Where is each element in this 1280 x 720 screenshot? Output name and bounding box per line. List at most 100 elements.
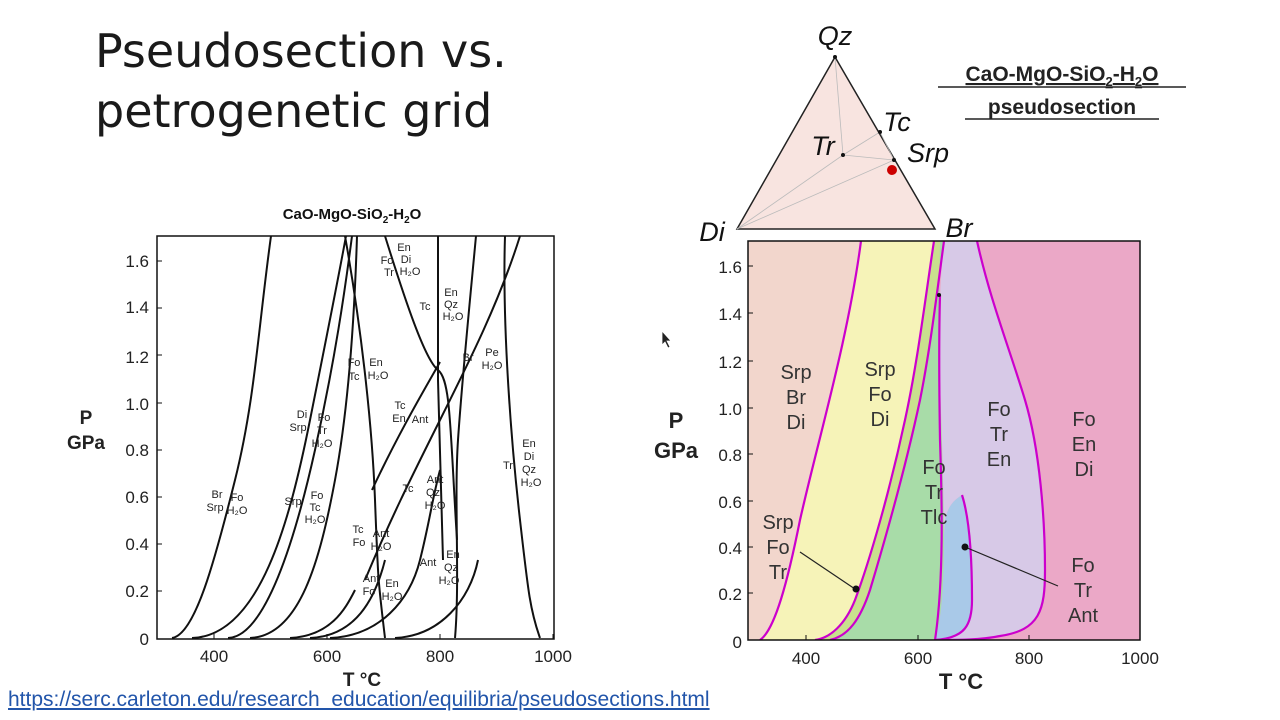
reaction-curve bbox=[364, 235, 521, 581]
reaction-curve bbox=[289, 589, 356, 639]
ps-xtick: 600 bbox=[904, 649, 932, 668]
ps-xtick: 1000 bbox=[1121, 649, 1159, 668]
leader-dot bbox=[852, 585, 860, 593]
ps-xtick: 400 bbox=[792, 649, 820, 668]
grid-label: Ant bbox=[420, 557, 437, 569]
ternary-apex-br: Br bbox=[946, 213, 974, 243]
ps-ytick: 1.6 bbox=[718, 258, 742, 277]
reaction-curve bbox=[171, 235, 272, 639]
field-fo-tr-ant bbox=[935, 495, 972, 640]
grid-tick-marks bbox=[157, 260, 554, 639]
ternary-vertex bbox=[833, 55, 837, 59]
ps-ylabel-p: P bbox=[669, 408, 684, 433]
ps-ytick: 1.0 bbox=[718, 400, 742, 419]
field-srp-fo-tr bbox=[815, 241, 944, 640]
grid-y-ticks: 1.6 1.4 1.2 1.0 0.8 0.6 0.4 0.2 0 bbox=[125, 252, 149, 649]
ps-ytick: 0.6 bbox=[718, 493, 742, 512]
source-url-link[interactable]: https://serc.carleton.edu/research_educa… bbox=[8, 688, 710, 711]
grid-label: Srp bbox=[284, 496, 301, 508]
grid-reaction-curves bbox=[171, 235, 541, 639]
grid-xtick: 400 bbox=[200, 647, 228, 666]
grid-xtick: 600 bbox=[313, 647, 341, 666]
grid-ytick: 1.2 bbox=[125, 348, 149, 367]
grid-label: Tr bbox=[503, 460, 513, 472]
grid-ylabel-gpa: GPa bbox=[67, 433, 105, 454]
ps-ytick: 0.8 bbox=[718, 446, 742, 465]
boundary-line bbox=[934, 241, 1047, 640]
reaction-curve bbox=[191, 235, 347, 639]
boundary-line bbox=[759, 241, 863, 640]
ternary-label-tc: Tc bbox=[883, 107, 911, 137]
reaction-curve bbox=[309, 559, 386, 639]
leader-dot bbox=[961, 543, 969, 551]
pseudosection-frame bbox=[747, 240, 1141, 641]
grid-ytick: 0.2 bbox=[125, 582, 149, 601]
grid-label: Br bbox=[463, 352, 474, 364]
invariant-point bbox=[937, 293, 941, 297]
boundary-line bbox=[933, 294, 943, 640]
grid-ytick: 0.6 bbox=[125, 488, 149, 507]
grid-ytick: 1.6 bbox=[125, 252, 149, 271]
reaction-curve bbox=[454, 235, 477, 639]
reaction-curve bbox=[371, 361, 441, 491]
grid-title: CaO-MgO-SiO2-H2O bbox=[283, 206, 422, 226]
slide-title-line-2: petrogenetic grid bbox=[95, 84, 493, 138]
pseudosection-title-line-2: pseudosection bbox=[988, 96, 1136, 119]
reaction-curve bbox=[249, 235, 358, 639]
reaction-curve bbox=[344, 235, 386, 639]
grid-ytick: 0.4 bbox=[125, 535, 149, 554]
reaction-curve bbox=[329, 469, 441, 639]
leader-line bbox=[964, 546, 1059, 587]
ternary-label-tr: Tr bbox=[811, 131, 835, 161]
field-srp-br-di bbox=[748, 241, 861, 640]
grid-label: Tc bbox=[420, 301, 432, 313]
grid-x-ticks: 400 600 800 1000 bbox=[200, 647, 572, 666]
field-srp-fo-di bbox=[760, 241, 934, 640]
ternary-apex-qz: Qz bbox=[818, 21, 853, 51]
ternary-node-tc bbox=[878, 130, 882, 134]
pseudosection-title-line-1: CaO-MgO-SiO2-H2O bbox=[966, 63, 1159, 89]
ternary-node-srp bbox=[892, 158, 896, 162]
ternary-node-tr bbox=[841, 153, 845, 157]
ps-tick-marks bbox=[748, 265, 1141, 640]
ps-ytick: 1.2 bbox=[718, 353, 742, 372]
boundary-line bbox=[934, 494, 974, 640]
ternary-triangle bbox=[735, 55, 937, 230]
grid-ytick: 1.4 bbox=[125, 298, 149, 317]
slide-title-line-1: Pseudosection vs. bbox=[95, 24, 507, 78]
grid-xlabel: T °C bbox=[343, 670, 381, 691]
leader-line bbox=[799, 551, 856, 590]
grid-ytick: 0.8 bbox=[125, 441, 149, 460]
boundary-line bbox=[829, 241, 946, 640]
grid-xtick: 800 bbox=[426, 647, 454, 666]
ternary-labels: Qz Di Br Tc Tr Srp bbox=[699, 21, 973, 247]
grid-ytick: 0 bbox=[140, 630, 149, 649]
ps-x-ticks: 400 600 800 1000 bbox=[792, 649, 1159, 668]
ps-ylabel-gpa: GPa bbox=[654, 438, 699, 463]
ps-xlabel: T °C bbox=[939, 669, 983, 694]
ps-ytick: 0.2 bbox=[718, 585, 742, 604]
reaction-curve bbox=[503, 235, 541, 639]
ps-xtick: 800 bbox=[1015, 649, 1043, 668]
field-fo-tr-en bbox=[935, 241, 1045, 640]
ps-ytick: 0 bbox=[733, 633, 742, 652]
ternary-apex-di: Di bbox=[699, 217, 725, 247]
